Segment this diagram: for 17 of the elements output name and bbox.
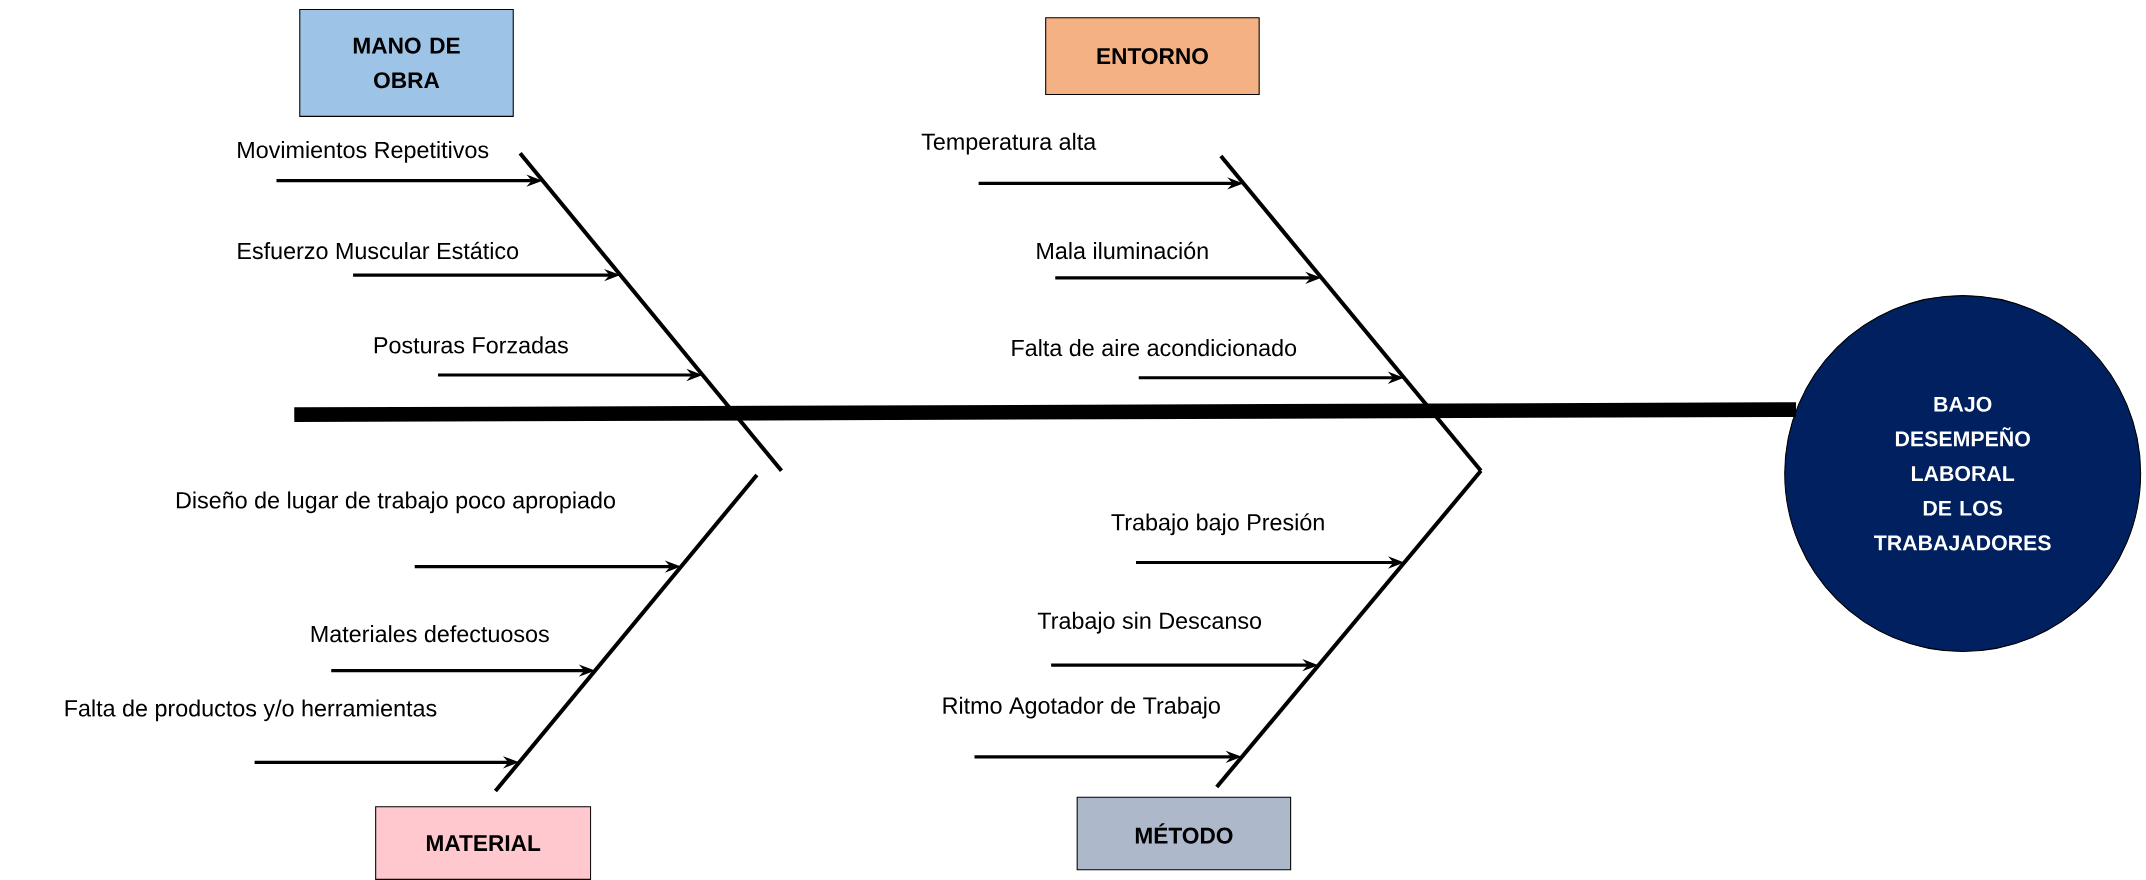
category-box: MÉTODO — [1076, 796, 1292, 871]
category-box: ENTORNO — [1045, 17, 1260, 95]
cause-label: Materiales defectuosos — [311, 625, 549, 643]
category-box: MATERIAL — [375, 806, 592, 880]
cause-label: Falta de productos y/o herramientas — [65, 699, 437, 722]
cause-label: Ritmo Agotador de Trabajo — [943, 696, 1220, 719]
spine-line — [294, 402, 1797, 423]
cause-label: Trabajo sin Descanso — [1037, 611, 1262, 634]
cause-label: Trabajo bajo Presión — [1111, 513, 1324, 536]
cause-label: Esfuerzo Muscular Estático — [238, 241, 519, 260]
cause-label: Movimientos Repetitivos — [238, 141, 489, 163]
cause-label: Mala iluminación — [1037, 241, 1208, 260]
cause-label: Diseño de lugar de trabajo poco apropiado — [176, 491, 615, 514]
cause-label: Posturas Forzadas — [374, 336, 568, 354]
cause-label: Temperatura alta — [921, 132, 1097, 155]
category-box: MANO DE OBRA — [299, 9, 514, 117]
cause-label: Falta de aire acondicionado — [1012, 339, 1297, 357]
